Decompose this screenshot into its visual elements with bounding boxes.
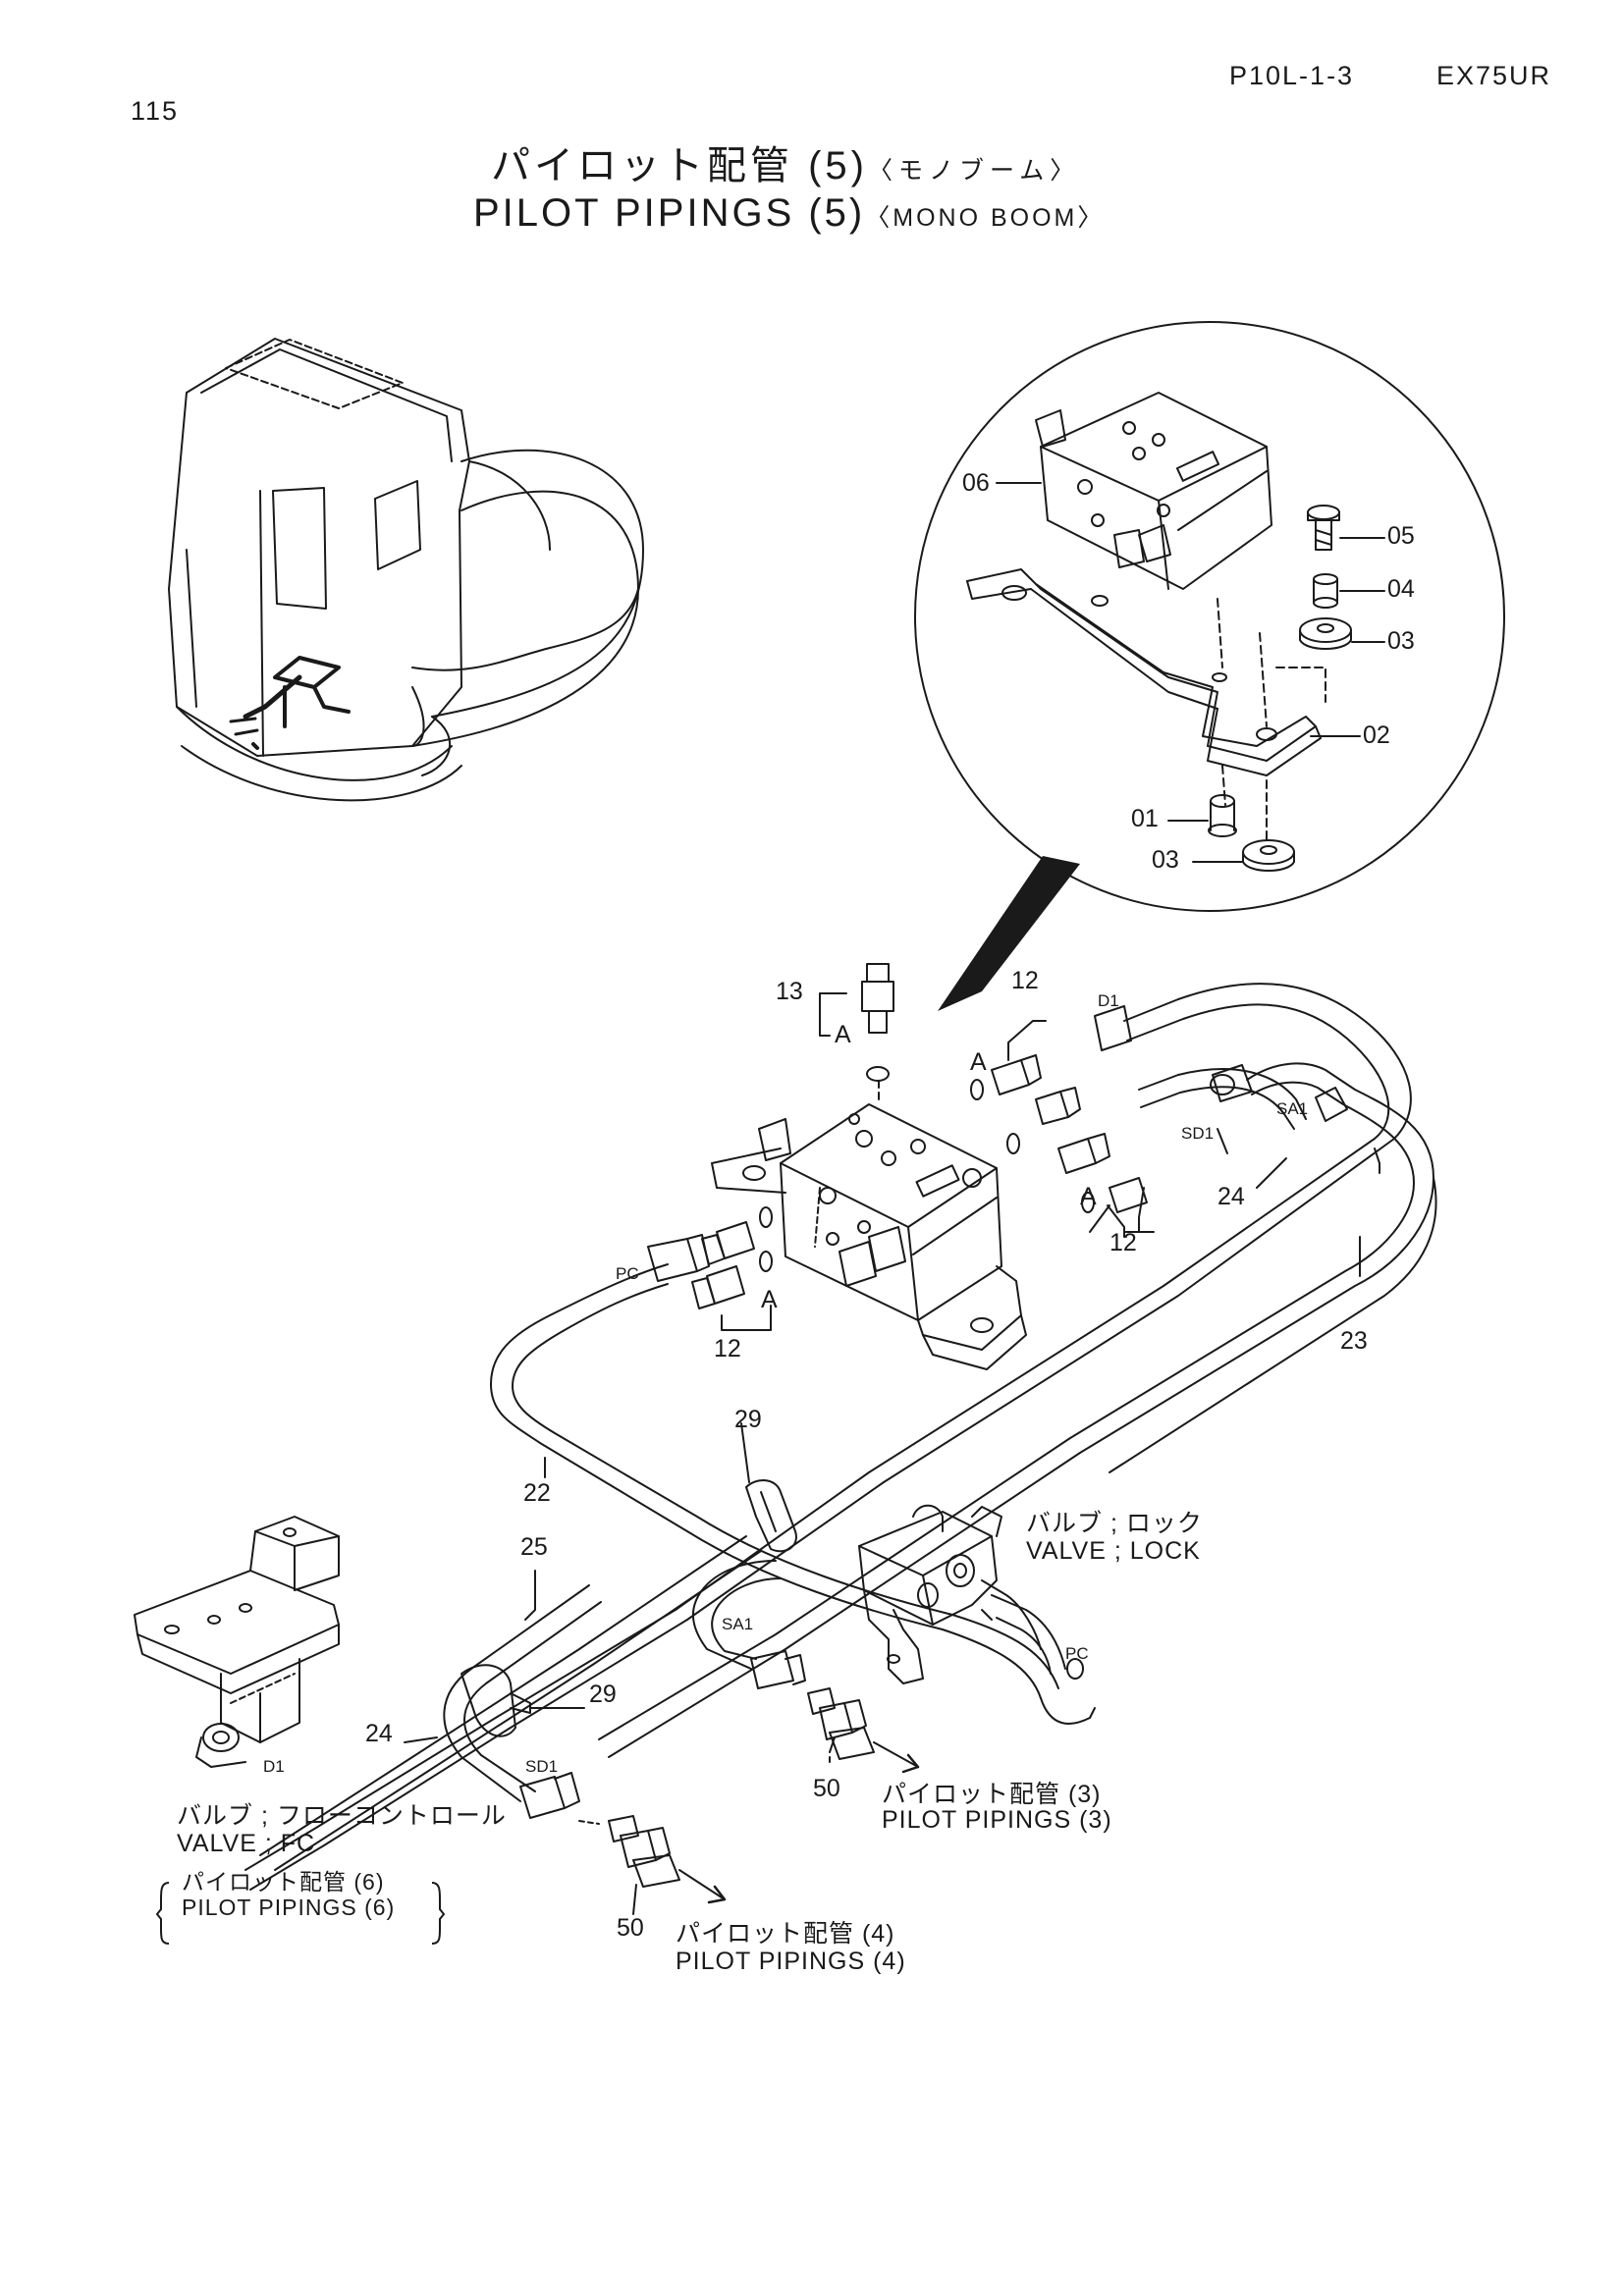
callout-12-top: 12 (1011, 967, 1039, 994)
callout-03-lower: 03 (1152, 846, 1179, 874)
callout-50-left: 50 (617, 1914, 644, 1942)
page-number: 115 (131, 96, 180, 126)
port-pc-upper: PC (616, 1264, 639, 1283)
spacer-04 (1314, 574, 1337, 608)
right-brace (432, 1883, 444, 1944)
pilot-valve-detail (1036, 393, 1271, 589)
excavator-overview (169, 339, 643, 800)
port-sd1-lower: SD1 (525, 1757, 559, 1776)
callout-05: 05 (1387, 522, 1415, 550)
pipings-4-label-en: PILOT PIPINGS (4) (676, 1948, 906, 1975)
callout-25: 25 (520, 1533, 548, 1561)
callout-12-right: 12 (1109, 1229, 1137, 1256)
bracket-detail (967, 569, 1321, 775)
hose-23 (245, 984, 1411, 1890)
adapter-50-left (609, 1816, 725, 1899)
callout-02: 02 (1363, 721, 1390, 749)
port-sa1-lower: SA1 (722, 1615, 754, 1633)
pilot-valve-main (712, 1104, 1026, 1369)
port-d1-lower: D1 (263, 1757, 285, 1776)
port-sa1-upper: SA1 (1276, 1099, 1309, 1118)
callout-03-upper: 03 (1387, 627, 1415, 655)
callout-29-lower: 29 (589, 1681, 617, 1708)
adapter-50-right (808, 1688, 918, 1767)
lock-valve-label-jp: バルブ ; ロック (1026, 1510, 1203, 1537)
hose-sa1-upper (599, 1063, 1436, 1757)
pipings-6-label-jp: パイロット配管 (6) (182, 1869, 385, 1895)
callout-12-left: 12 (714, 1335, 741, 1362)
pipings-3-label-jp: パイロット配管 (3) (882, 1781, 1102, 1808)
lock-valve (859, 1506, 1041, 1683)
bolt-05 (1308, 506, 1339, 550)
pipings-4-label-jp: パイロット配管 (4) (676, 1920, 895, 1948)
fittings-12-right (971, 1055, 1147, 1212)
callout-24-lower: 24 (365, 1720, 393, 1747)
title-en: PILOT PIPINGS (5) (473, 191, 866, 235)
washer-03-upper (1300, 618, 1351, 649)
fc-valve (135, 1517, 339, 1767)
callout-22: 22 (523, 1479, 551, 1507)
label-a-13: A (835, 1021, 851, 1048)
label-a-right: A (1080, 1183, 1097, 1210)
washer-03-lower (1243, 840, 1294, 871)
catalog-code: P10L-1-3 (1229, 61, 1355, 90)
left-brace (157, 1883, 169, 1944)
pipings-3-label-en: PILOT PIPINGS (3) (882, 1806, 1112, 1834)
model-name: EX75UR (1436, 61, 1552, 90)
page-title-en: PILOT PIPINGS (5)〈MONO BOOM〉 (473, 191, 1105, 236)
title-en-sub: 〈MONO BOOM〉 (865, 204, 1106, 232)
title-jp-sub: 〈モノブーム〉 (868, 157, 1081, 185)
fittings-12-left (692, 1188, 820, 1308)
lock-valve-label-en: VALVE ; LOCK (1026, 1537, 1201, 1565)
fc-valve-label-en: VALVE ; FC (177, 1830, 316, 1857)
detail-circle (915, 322, 1504, 911)
pipings-6-label-en: PILOT PIPINGS (6) (182, 1895, 396, 1920)
fitting-13 (862, 964, 893, 1081)
port-pc-lower: PC (1065, 1644, 1089, 1663)
hose-24-upper (1139, 1065, 1306, 1153)
callout-23: 23 (1340, 1327, 1368, 1355)
clamp-29-upper (746, 1480, 796, 1551)
bolt-01 (1209, 795, 1236, 836)
fc-valve-label-jp: バルブ ; フローコントロール (177, 1802, 507, 1830)
callout-24-upper: 24 (1217, 1183, 1245, 1210)
label-a-top: A (970, 1048, 987, 1076)
label-a-left: A (761, 1286, 778, 1313)
title-jp: パイロット配管 (5) (491, 144, 868, 187)
callout-04: 04 (1387, 575, 1415, 603)
port-d1-upper: D1 (1098, 991, 1119, 1010)
callout-06: 06 (962, 469, 990, 497)
callout-50-right: 50 (813, 1775, 840, 1802)
port-sd1-upper: SD1 (1181, 1124, 1215, 1143)
callout-29-upper: 29 (734, 1406, 762, 1433)
hose-sa1-lower (693, 1561, 805, 1688)
callout-13: 13 (776, 978, 803, 1005)
page-title-jp: パイロット配管 (5)〈モノブーム〉 (491, 133, 1080, 190)
hose-22 (491, 1235, 1095, 1724)
callout-01: 01 (1131, 805, 1159, 832)
hose-24-lower (444, 1585, 601, 1818)
hose-25 (260, 1536, 761, 1870)
